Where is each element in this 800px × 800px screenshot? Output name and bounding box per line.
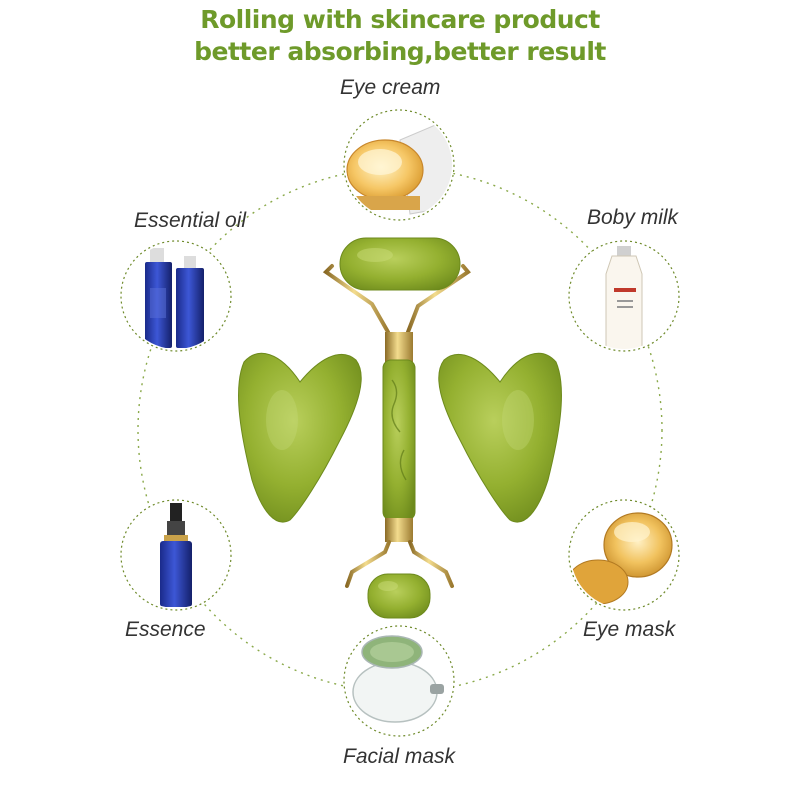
label-essential-oil: Essential oil	[134, 209, 247, 232]
gua-sha-right	[438, 352, 562, 523]
jade-roller	[322, 237, 471, 619]
eye-cream-circle	[343, 109, 455, 221]
gua-sha-left	[238, 352, 362, 523]
eye-mask-circle	[568, 499, 680, 611]
label-eye-cream: Eye cream	[340, 76, 441, 99]
essential-oil-circle	[120, 240, 232, 352]
essence-circle	[120, 499, 232, 611]
facial-mask-circle	[343, 625, 455, 737]
headline-line-1: Rolling with skincare product	[200, 5, 600, 34]
headline-line-2: better absorbing,better result	[194, 37, 606, 66]
label-eye-mask: Eye mask	[583, 618, 676, 641]
boby-milk-circle	[568, 240, 680, 352]
dotted-ring	[137, 167, 663, 693]
label-essence: Essence	[125, 618, 206, 641]
label-facial-mask: Facial mask	[343, 745, 456, 768]
label-boby-milk: Boby milk	[587, 206, 679, 229]
